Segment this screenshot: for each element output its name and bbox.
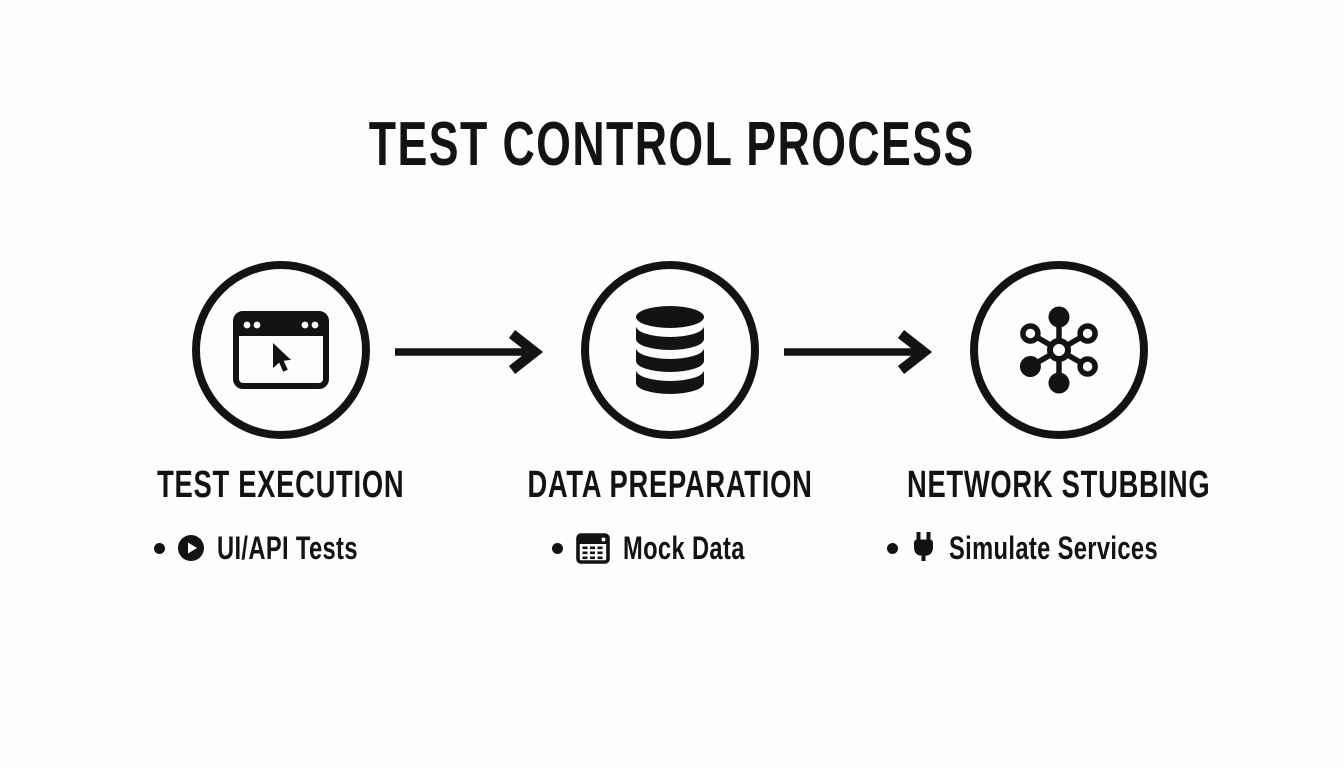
page-title: TEST CONTROL PROCESS xyxy=(0,112,1344,178)
stage-label-text: DATA PREPARATION xyxy=(527,464,813,506)
stage-data-preparation: DATA PREPARATION Mock Data xyxy=(480,261,860,565)
stage-label: NETWORK STUBBING xyxy=(848,466,1269,504)
stage-label: TEST EXECUTION xyxy=(109,466,452,504)
bullet-dot-icon xyxy=(886,542,898,554)
arrow-right-icon xyxy=(784,330,933,374)
network-hub-icon xyxy=(1019,306,1098,394)
database-icon xyxy=(636,306,704,394)
bullet-text: UI/API Tests xyxy=(217,530,359,566)
stage-test-execution: TEST EXECUTION UI/API Tests xyxy=(91,261,471,565)
bullet-text: Mock Data xyxy=(623,530,745,566)
stage-bullet: Mock Data xyxy=(552,531,788,565)
stage-circle xyxy=(970,261,1148,439)
page-title-text: TEST CONTROL PROCESS xyxy=(369,110,975,179)
stage-circle xyxy=(581,261,759,439)
stage-network-stubbing: NETWORK STUBBING Simulate Services xyxy=(869,261,1249,565)
stage-label: DATA PREPARATION xyxy=(472,466,868,504)
bullet-text: Simulate Services xyxy=(948,530,1158,566)
bullet-dot-icon xyxy=(552,542,564,554)
stage-label-text: TEST EXECUTION xyxy=(157,464,405,506)
arrow-right-icon xyxy=(395,330,544,374)
bullet-dot-icon xyxy=(154,542,166,554)
table-icon xyxy=(576,532,611,564)
stage-circle xyxy=(192,261,370,439)
plug-icon xyxy=(913,532,933,561)
stage-bullet: Simulate Services xyxy=(886,530,1231,566)
stage-label-text: NETWORK STUBBING xyxy=(907,464,1211,506)
play-icon xyxy=(178,535,205,561)
browser-window-cursor-icon xyxy=(233,311,329,389)
stage-bullet: UI/API Tests xyxy=(154,531,407,565)
